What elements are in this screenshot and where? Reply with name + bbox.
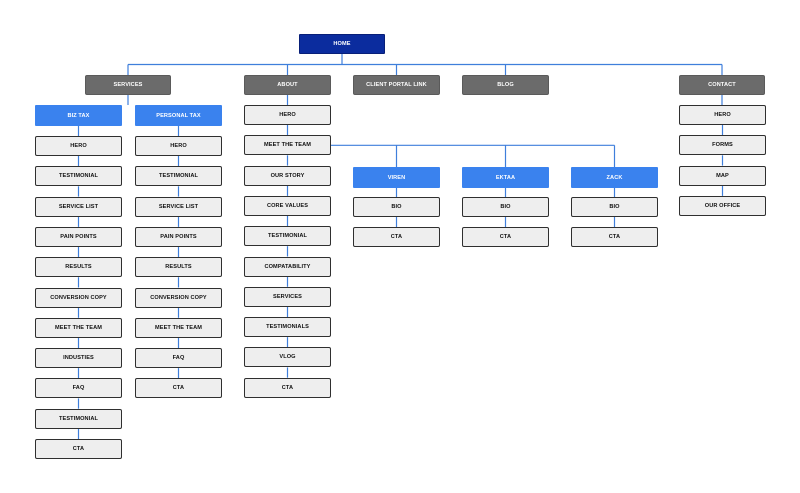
about-page-vlog: VLOG — [244, 347, 331, 368]
team-member-viren: VIREN — [353, 167, 440, 188]
home-node: HOME — [299, 34, 385, 54]
about-page-our-story: OUR STORY — [244, 165, 331, 186]
about-page-testimonial: TESTIMONIAL — [244, 226, 331, 247]
contact-page-our-office: OUR OFFICE — [679, 195, 766, 216]
biz-tax-page-hero: HERO — [35, 136, 122, 156]
personal-tax-page-cta: CTA — [135, 378, 222, 399]
team-ektaa-page-cta: CTA — [462, 227, 549, 248]
biz-tax-page-faq: FAQ — [35, 378, 122, 399]
about-page-hero: HERO — [244, 105, 331, 125]
section-contact: CONTACT — [679, 75, 765, 95]
about-page-services: SERVICES — [244, 286, 331, 307]
team-zack-page-cta: CTA — [571, 227, 658, 248]
biz-tax-page-pain-points: PAIN POINTS — [35, 226, 122, 247]
about-page-core-values: CORE VALUES — [244, 195, 331, 216]
personal-tax-page-meet-the-team: MEET THE TEAM — [135, 317, 222, 338]
team-viren-page-bio: BIO — [353, 197, 440, 217]
contact-page-hero: HERO — [679, 105, 766, 125]
team-member-zack: ZACK — [571, 167, 658, 188]
biz-tax-page-results: RESULTS — [35, 257, 122, 278]
contact-page-map: MAP — [679, 165, 766, 186]
contact-page-forms: FORMS — [679, 135, 766, 156]
personal-tax-page-pain-points: PAIN POINTS — [135, 226, 222, 247]
about-page-testimonials: TESTIMONIALS — [244, 317, 331, 338]
subsection-biz-tax: BIZ TAX — [35, 105, 122, 126]
subsection-personal-tax: PERSONAL TAX — [135, 105, 222, 126]
personal-tax-page-hero: HERO — [135, 136, 222, 156]
about-page-compatability: COMPATABILITY — [244, 256, 331, 277]
personal-tax-page-testimonial: TESTIMONIAL — [135, 166, 222, 187]
team-zack-page-bio: BIO — [571, 197, 658, 217]
section-blog: BLOG — [462, 75, 549, 95]
section-client-portal-link: CLIENT PORTAL LINK — [353, 75, 440, 95]
biz-tax-page-industies: INDUSTIES — [35, 348, 122, 369]
section-services: SERVICES — [85, 75, 171, 95]
biz-tax-page-meet-the-team: MEET THE TEAM — [35, 317, 122, 338]
personal-tax-page-service-list: SERVICE LIST — [135, 196, 222, 217]
biz-tax-page-testimonial: TESTIMONIAL — [35, 166, 122, 187]
section-about: ABOUT — [244, 75, 331, 95]
personal-tax-page-faq: FAQ — [135, 348, 222, 369]
biz-tax-page-cta: CTA — [35, 439, 122, 459]
personal-tax-page-results: RESULTS — [135, 257, 222, 278]
team-viren-page-cta: CTA — [353, 227, 440, 248]
team-member-ektaa: EKTAA — [462, 167, 549, 188]
about-page-cta: CTA — [244, 377, 331, 398]
about-page-meet-the-team: MEET THE TEAM — [244, 135, 331, 156]
biz-tax-page-conversion-copy: CONVERSION COPY — [35, 287, 122, 308]
team-ektaa-page-bio: BIO — [462, 197, 549, 217]
biz-tax-page-testimonial: TESTIMONIAL — [35, 408, 122, 429]
biz-tax-page-service-list: SERVICE LIST — [35, 196, 122, 217]
personal-tax-page-conversion-copy: CONVERSION COPY — [135, 287, 222, 308]
